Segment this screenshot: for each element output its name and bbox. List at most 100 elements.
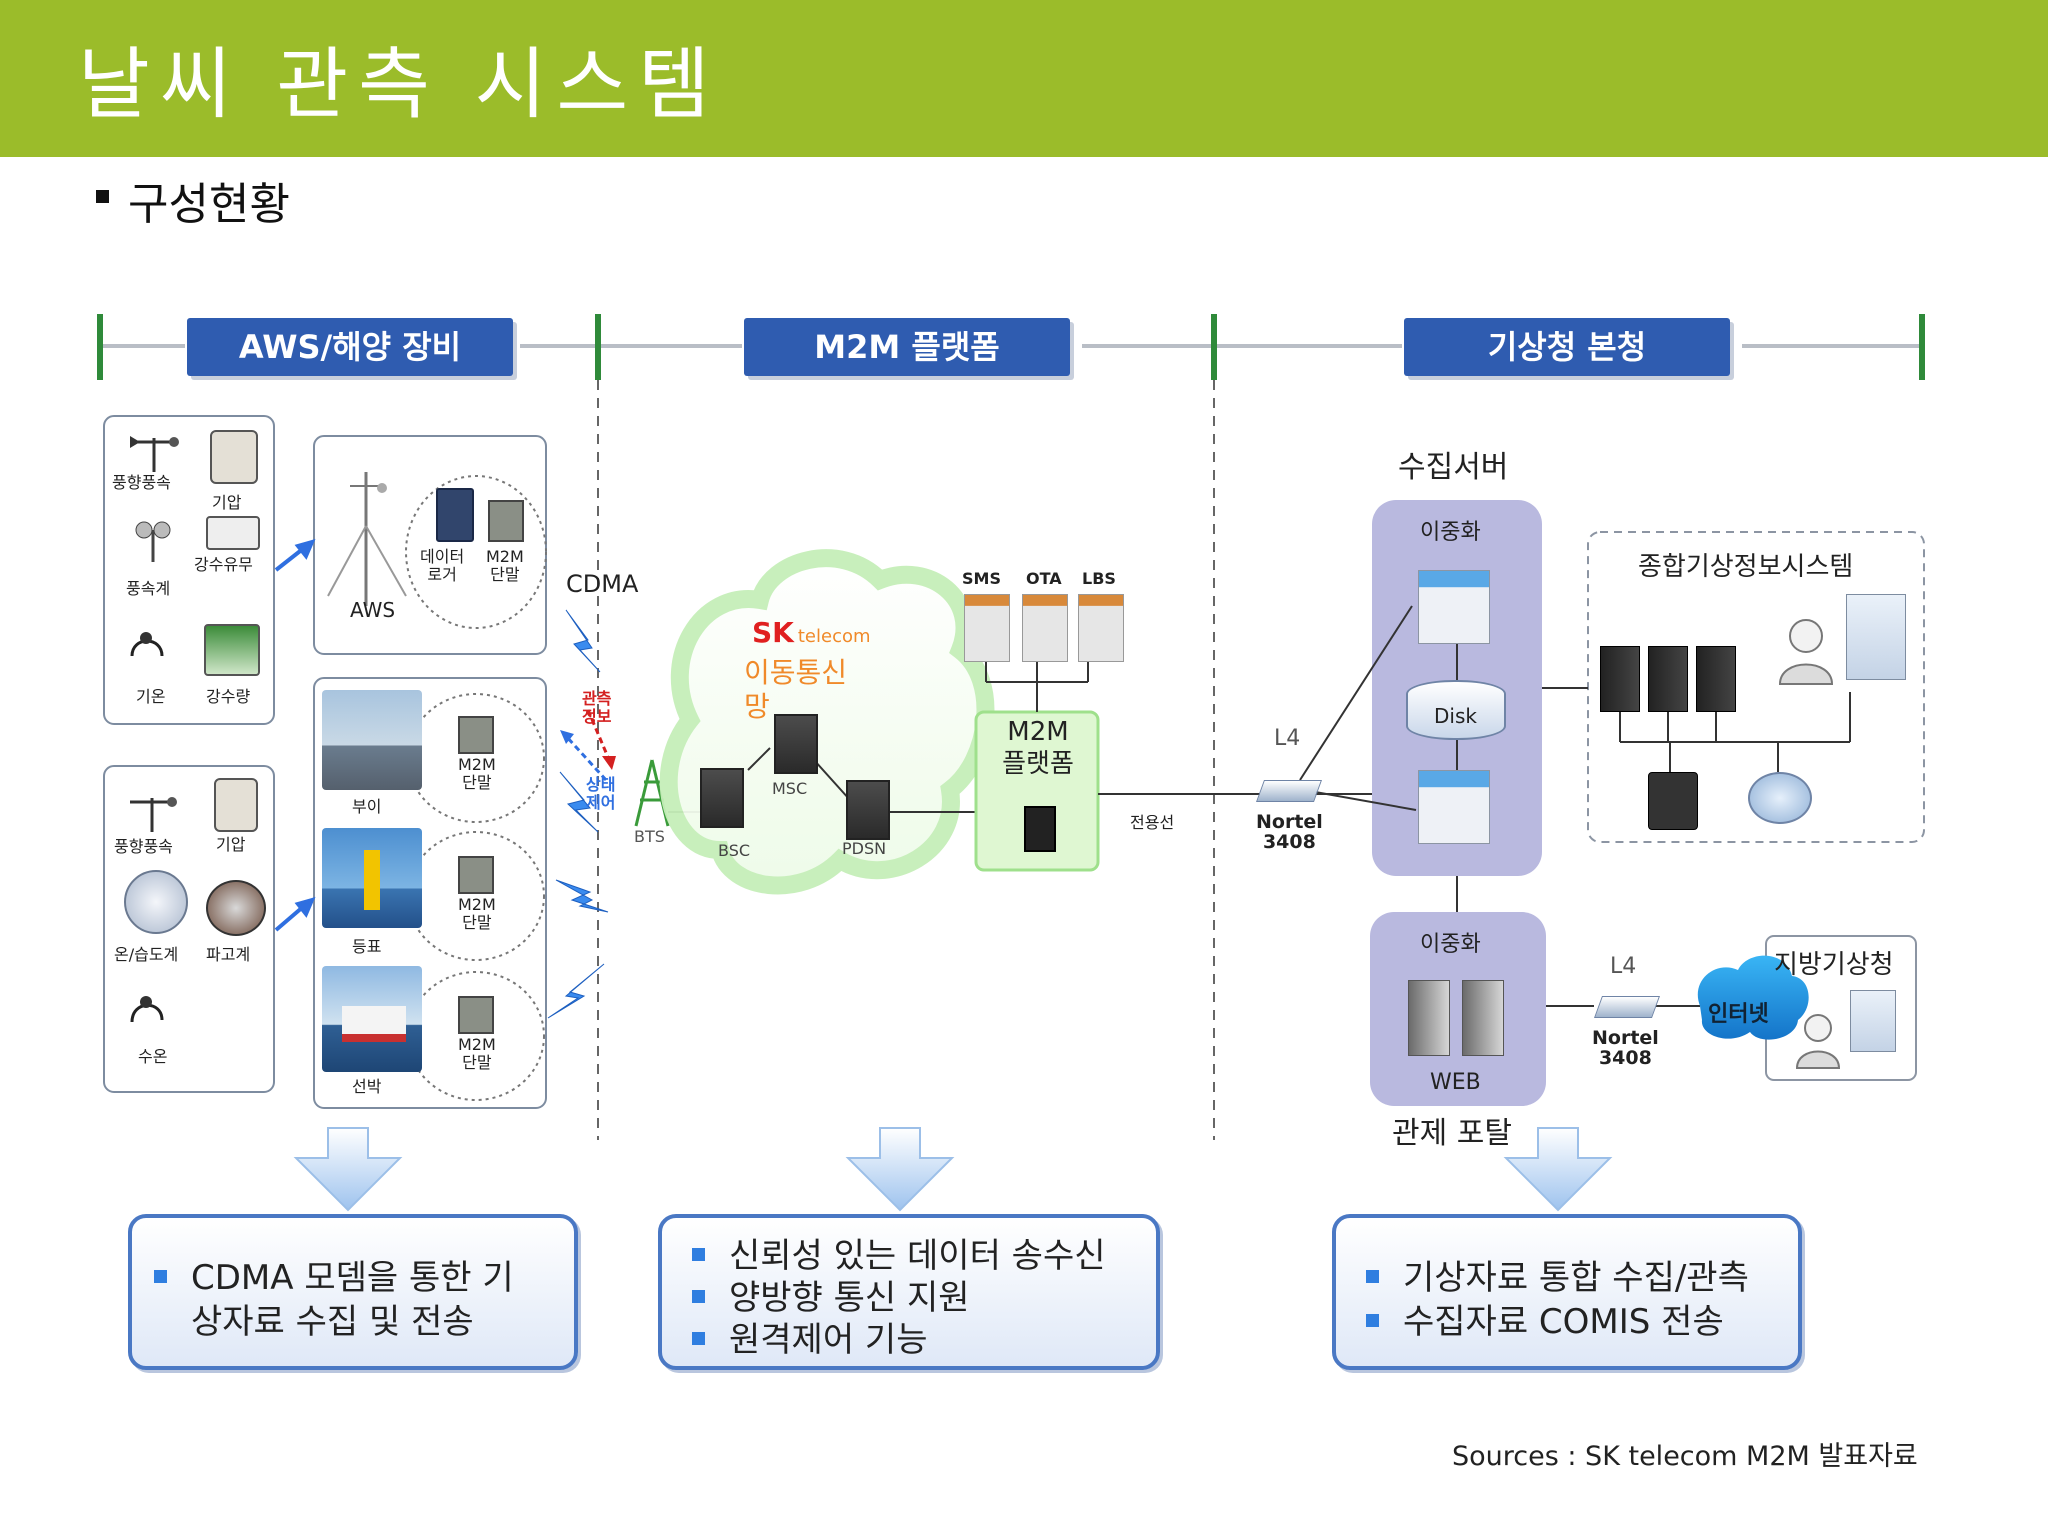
callout-left: CDMA 모뎀을 통한 기 상자료 수집 및 전송	[128, 1214, 578, 1370]
regional-user-icon	[1794, 1010, 1842, 1070]
msc-label: MSC	[772, 779, 808, 798]
page-subtitle: 구성현황	[128, 179, 290, 230]
cdma-label: CDMA	[566, 570, 639, 598]
callout-middle-text-1: 신뢰성 있는 데이터 송수신	[729, 1236, 1106, 1276]
aws-mast-icon	[320, 466, 412, 606]
bsc-label: BSC	[718, 841, 751, 860]
bullet-square-icon	[1366, 1314, 1379, 1327]
source-note: Sources : SK telecom M2M 발표자료	[1452, 1441, 1918, 1472]
collection-server-2-icon	[1418, 770, 1490, 844]
wave-meter-icon	[206, 880, 266, 936]
sms-server-icon	[964, 594, 1010, 662]
ota-label: OTA	[1026, 569, 1062, 588]
marine-label-wind: 풍향풍속	[114, 837, 173, 856]
marine-barometer-icon	[214, 778, 258, 832]
hygrometer-icon	[124, 870, 188, 934]
buoy-photo	[322, 690, 422, 790]
sk-telecom-text: telecom	[797, 626, 871, 647]
router-icon	[1748, 772, 1812, 824]
callout-middle: 신뢰성 있는 데이터 송수신 양방향 통신 지원 원격제어 기능	[658, 1214, 1160, 1370]
mobile-network-label: 이동통신 망	[744, 656, 848, 723]
web-server-1-icon	[1408, 980, 1450, 1056]
section-label-m2m: M2M 플랫폼	[744, 318, 1070, 376]
down-arrow-middle	[845, 1127, 955, 1212]
rain-gauge-icon	[204, 624, 260, 676]
aws-station-box	[313, 435, 547, 655]
bsc-server-icon	[700, 768, 744, 828]
web-label: WEB	[1430, 1070, 1481, 1095]
rack-server-3-icon	[1696, 646, 1736, 712]
down-arrow-right	[1503, 1127, 1613, 1212]
ship-label: 선박	[352, 1077, 382, 1096]
sk-brand-text: SK	[752, 616, 794, 649]
callout-right-text-1: 기상자료 통합 수집/관측	[1403, 1258, 1749, 1298]
logger-label: 데이터 로거	[420, 547, 465, 584]
page-title: 날씨 관측 시스템	[78, 40, 720, 130]
callout-left-text-1: CDMA 모뎀을 통한 기	[191, 1258, 514, 1298]
leased-line-label: 전용선	[1130, 813, 1175, 832]
redundancy-2-label: 이중화	[1420, 932, 1481, 957]
l4-switch-2-icon	[1593, 996, 1661, 1018]
ship-terminal-icon	[458, 996, 494, 1034]
thermometer-icon	[126, 626, 168, 668]
title-bar	[0, 0, 2048, 157]
nortel-label: Nortel 3408	[1256, 811, 1323, 853]
callout-right: 기상자료 통합 수집/관측 수집자료 COMIS 전송	[1332, 1214, 1802, 1370]
down-arrow-left	[293, 1127, 403, 1212]
ship-photo	[322, 966, 422, 1072]
l4-label: L4	[1274, 726, 1301, 751]
web-server-2-icon	[1462, 980, 1504, 1056]
nortel-2-label: Nortel 3408	[1592, 1027, 1659, 1069]
marine-label-water-temp: 수온	[138, 1047, 168, 1066]
l4-2-label: L4	[1610, 954, 1637, 979]
aws-label: AWS	[350, 598, 396, 622]
callout-middle-text-3: 원격제어 기능	[729, 1320, 928, 1360]
callout-left-text-2: 상자료 수집 및 전송	[191, 1302, 474, 1342]
bullet-square-icon	[154, 1270, 167, 1283]
marine-label-pressure: 기압	[216, 835, 246, 854]
sensor-label-temperature: 기온	[136, 687, 166, 706]
section-ruler-ticks	[97, 314, 1925, 380]
ship-terminal-label: M2M 단말	[458, 1035, 496, 1072]
terminal-label: M2M 단말	[486, 547, 524, 584]
m2m-platform-label: M2M 플랫폼	[1002, 717, 1074, 779]
bullet-square-icon	[1366, 1270, 1379, 1283]
marine-wind-vane-icon	[124, 788, 184, 832]
rain-sensor-icon	[206, 516, 260, 550]
beacon-photo	[322, 828, 422, 928]
m2m-terminal-icon	[488, 500, 524, 542]
anemometer-icon	[130, 516, 176, 562]
bullet-square-icon	[692, 1248, 705, 1261]
beacon-terminal-label: M2M 단말	[458, 895, 496, 932]
buoy-label: 부이	[352, 797, 382, 816]
sensor-label-wind: 풍향풍속	[112, 473, 171, 492]
disk-label: Disk	[1434, 704, 1477, 728]
beacon-terminal-icon	[458, 856, 494, 894]
section-label-aws: AWS/해양 장비	[187, 318, 513, 376]
barometer-icon	[210, 430, 258, 484]
sms-label: SMS	[962, 569, 1001, 588]
callout-left-line-1: CDMA 모뎀을 통한 기	[154, 1250, 514, 1299]
collection-server-label: 수집서버	[1398, 450, 1509, 485]
sensor-label-rain-presence: 강수유무	[194, 555, 253, 574]
user-icon	[1776, 614, 1836, 686]
internet-cloud	[1697, 955, 1809, 1040]
beacon-label: 등표	[352, 937, 382, 956]
collection-server-1-icon	[1418, 570, 1490, 644]
regional-monitor-icon	[1850, 990, 1896, 1052]
callout-left-line-2: 상자료 수집 및 전송	[191, 1294, 474, 1343]
data-logger-icon	[436, 488, 474, 542]
bts-label: BTS	[634, 827, 665, 846]
callout-right-line-1: 기상자료 통합 수집/관측	[1366, 1250, 1749, 1299]
bullet-square-icon	[692, 1332, 705, 1345]
storage-icon	[1648, 772, 1698, 830]
monitor-icon	[1846, 594, 1906, 680]
sensor-label-rainfall: 강수량	[206, 687, 251, 706]
obs-info-label: 관측 정보	[582, 689, 612, 726]
m2m-platform-server-icon	[1024, 806, 1056, 852]
water-temp-probe-icon	[128, 990, 168, 1030]
callout-right-text-2: 수집자료 COMIS 전송	[1403, 1302, 1724, 1342]
sensor-label-pressure: 기압	[212, 493, 242, 512]
callout-middle-text-2: 양방향 통신 지원	[729, 1278, 970, 1318]
web-portal-panel	[1370, 912, 1546, 1106]
